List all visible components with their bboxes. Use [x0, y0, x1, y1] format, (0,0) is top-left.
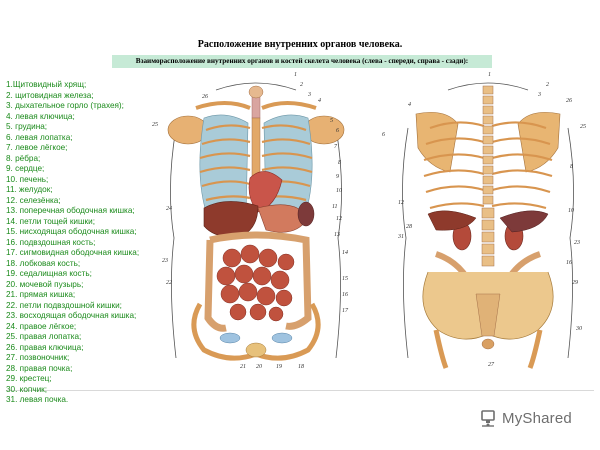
slide-frame	[6, 4, 594, 391]
callout-number: 16	[566, 260, 572, 266]
legend-item: 3. дыхательное горло (трахея);	[6, 101, 124, 110]
callout-number: 26	[202, 94, 208, 100]
callout-number: 7	[334, 144, 338, 150]
legend-item: 19. седалищная кость;	[6, 269, 92, 278]
legend-item: 2. щитовидная железа;	[6, 90, 94, 100]
legend-item: 20. мочевой пузырь;	[6, 279, 84, 289]
subtitle-banner: Взаиморасположение внутренних органов и …	[112, 55, 492, 68]
callout-number: 6	[382, 132, 385, 138]
callout-number: 5	[330, 118, 333, 124]
callout-number: 11	[332, 204, 338, 210]
callout-number: 18	[298, 364, 304, 370]
callout-number: 16	[342, 292, 348, 298]
callout-number: 2	[300, 82, 303, 88]
legend-item: 5. грудина;	[6, 122, 48, 131]
callout-number: 1	[488, 72, 491, 78]
legend-item: 27. позвоночник;	[6, 353, 70, 362]
legend-item: 6. левая лопатка;	[6, 132, 73, 142]
callout-number: 14	[342, 249, 348, 256]
legend-item: 24. правое лёгкое;	[6, 321, 77, 331]
callout-number: 26	[566, 98, 572, 104]
callout-number: 12	[398, 200, 404, 206]
legend-item: 31. левая почка.	[6, 395, 69, 404]
callout-number: 9	[336, 174, 339, 180]
callout-number: 23	[574, 240, 580, 246]
callout-number: 3	[537, 92, 541, 98]
legend-item: 26. правая ключица;	[6, 342, 84, 352]
legend-item: 29. крестец;	[6, 374, 52, 383]
legend-item: 14. петли тощей кишки;	[6, 216, 95, 226]
callout-number: 19	[276, 364, 282, 370]
callout-number: 20	[256, 364, 262, 370]
callout-number: 29	[572, 280, 578, 286]
callout-number: 4	[408, 101, 411, 108]
legend-item: 30. копчик;	[6, 384, 48, 394]
anatomy-illustration: 1234567891011121314151617181920212223242…	[152, 72, 586, 370]
legend-item: 11. желудок;	[6, 185, 53, 194]
callout-number: 27	[488, 362, 495, 368]
legend-item: 1.Щитовидный хрящ;	[6, 80, 87, 89]
callout-numbers: 1234567891011121314151617181920212223242…	[152, 72, 586, 370]
legend-item: 23. восходящая ободочная кишка;	[6, 311, 137, 320]
legend-item: 13. поперечная ободочная кишка;	[6, 206, 135, 215]
callout-number: 25	[152, 122, 158, 128]
myshared-logo-icon	[478, 408, 498, 428]
watermark-text: MyShared	[502, 409, 572, 427]
page-title: Расположение внутренних органов человека…	[197, 39, 403, 50]
callout-number: 8	[570, 164, 573, 170]
callout-number: 2	[546, 82, 549, 88]
callout-number: 30	[575, 326, 582, 332]
organ-legend: 1.Щитовидный хрящ;2. щитовидная железа;3…	[6, 80, 146, 406]
callout-number: 23	[162, 258, 168, 264]
callout-number: 22	[166, 280, 172, 286]
callout-number: 28	[406, 224, 412, 230]
back-view	[402, 82, 574, 369]
callout-number: 25	[580, 124, 586, 130]
legend-item: 22. петли подвздошной кишки;	[6, 300, 122, 310]
callout-number: 12	[336, 216, 342, 222]
callout-number: 3	[307, 92, 311, 98]
watermark: MyShared	[478, 408, 572, 428]
front-view	[167, 82, 345, 361]
callout-number: 17	[342, 308, 349, 314]
legend-item: 21. прямая кишка;	[6, 290, 76, 299]
legend-item: 10. печень;	[6, 174, 49, 184]
legend-item: 18. лобковая кость;	[6, 258, 81, 268]
legend-item: 4. левая ключица;	[6, 111, 75, 121]
callout-number: 10	[568, 208, 574, 214]
legend-item: 16. подвздошная кость;	[6, 237, 96, 247]
callout-number: 31	[397, 234, 404, 240]
callout-number: 13	[334, 232, 340, 238]
legend-item: 17. сигмовидная ободочная кишка;	[6, 248, 140, 257]
callout-number: 15	[342, 276, 348, 282]
legend-item: 28. правая почка;	[6, 363, 73, 373]
legend-item: 15. нисходящая ободочная кишка;	[6, 227, 137, 236]
legend-item: 25. правая лопатка;	[6, 332, 82, 341]
legend-item: 7. левое лёгкое;	[6, 143, 68, 152]
callout-number: 6	[336, 128, 339, 134]
legend-item: 8. рёбра;	[6, 153, 41, 163]
legend-item: 12. селезёнка;	[6, 195, 61, 205]
slide: Расположение внутренних органов человека…	[6, 4, 594, 404]
callout-number: 21	[240, 364, 246, 370]
callout-number: 10	[336, 188, 342, 194]
callout-number: 1	[294, 72, 297, 78]
callout-number: 4	[318, 97, 321, 104]
legend-item: 9. сердце;	[6, 164, 45, 173]
callout-number: 24	[166, 205, 172, 212]
callout-number: 8	[338, 160, 341, 166]
